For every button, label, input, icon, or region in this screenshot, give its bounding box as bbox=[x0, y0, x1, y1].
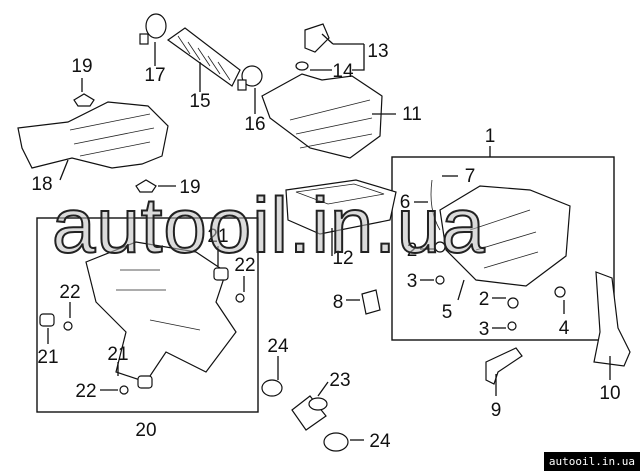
callout-9: 9 bbox=[491, 400, 502, 421]
clamp-24-top bbox=[261, 379, 283, 397]
clip-19-mid bbox=[135, 179, 157, 193]
clamp-16 bbox=[237, 65, 263, 91]
callout-10: 10 bbox=[599, 383, 620, 404]
callout-17: 17 bbox=[144, 65, 165, 86]
callout-2-b: 2 bbox=[479, 289, 490, 310]
site-badge: autooil.in.ua bbox=[543, 452, 640, 471]
callout-4: 4 bbox=[559, 318, 570, 339]
bracket-10 bbox=[593, 271, 631, 367]
callout-15: 15 bbox=[189, 91, 210, 112]
callout-12: 12 bbox=[332, 248, 353, 269]
callout-18: 18 bbox=[31, 174, 52, 195]
resonator-20 bbox=[85, 241, 237, 383]
assembly-1-box bbox=[391, 156, 615, 341]
callout-19-mid: 19 bbox=[179, 177, 200, 198]
callout-24-a: 24 bbox=[267, 336, 289, 357]
callout-22-c: 22 bbox=[75, 381, 96, 402]
callout-3-b: 3 bbox=[479, 319, 490, 340]
filter-element-12 bbox=[285, 179, 397, 235]
hose-6 bbox=[430, 179, 441, 231]
intake-duct-15 bbox=[166, 27, 241, 87]
callout-21-a: 21 bbox=[207, 226, 228, 247]
callout-14: 14 bbox=[332, 61, 354, 82]
callout-22-b: 22 bbox=[59, 282, 80, 303]
callout-21-c: 21 bbox=[107, 344, 128, 365]
callout-3-a: 3 bbox=[407, 271, 418, 292]
callout-22-a: 22 bbox=[234, 255, 255, 276]
sensor-13 bbox=[295, 23, 330, 71]
cover-18 bbox=[17, 101, 169, 169]
callout-21-b: 21 bbox=[37, 347, 58, 368]
callout-19: 19 bbox=[71, 56, 92, 77]
callout-11: 11 bbox=[402, 104, 422, 125]
clamp-17 bbox=[139, 13, 167, 45]
callout-5: 5 bbox=[442, 302, 453, 323]
grommets bbox=[39, 241, 519, 389]
callout-20: 20 bbox=[135, 420, 156, 441]
callout-6: 6 bbox=[400, 192, 411, 213]
air-cleaner-case-1 bbox=[439, 185, 571, 287]
callout-7: 7 bbox=[465, 166, 476, 187]
callout-16: 16 bbox=[244, 114, 265, 135]
clamp-24-bottom bbox=[323, 432, 349, 452]
hose-23 bbox=[291, 395, 328, 431]
callout-8: 8 bbox=[333, 292, 344, 313]
assembly-20-box bbox=[36, 217, 259, 413]
bracket-8 bbox=[361, 289, 381, 315]
bracket-9 bbox=[485, 347, 523, 385]
bolts bbox=[63, 275, 566, 395]
callout-23: 23 bbox=[329, 370, 350, 391]
clip-19-top bbox=[73, 93, 95, 107]
callout-1: 1 bbox=[485, 126, 496, 147]
callout-13: 13 bbox=[367, 41, 388, 62]
callout-2-a: 2 bbox=[407, 240, 418, 261]
callout-24-b: 24 bbox=[369, 431, 391, 452]
air-cleaner-cover-11 bbox=[261, 73, 383, 159]
leader-lines bbox=[47, 33, 611, 441]
